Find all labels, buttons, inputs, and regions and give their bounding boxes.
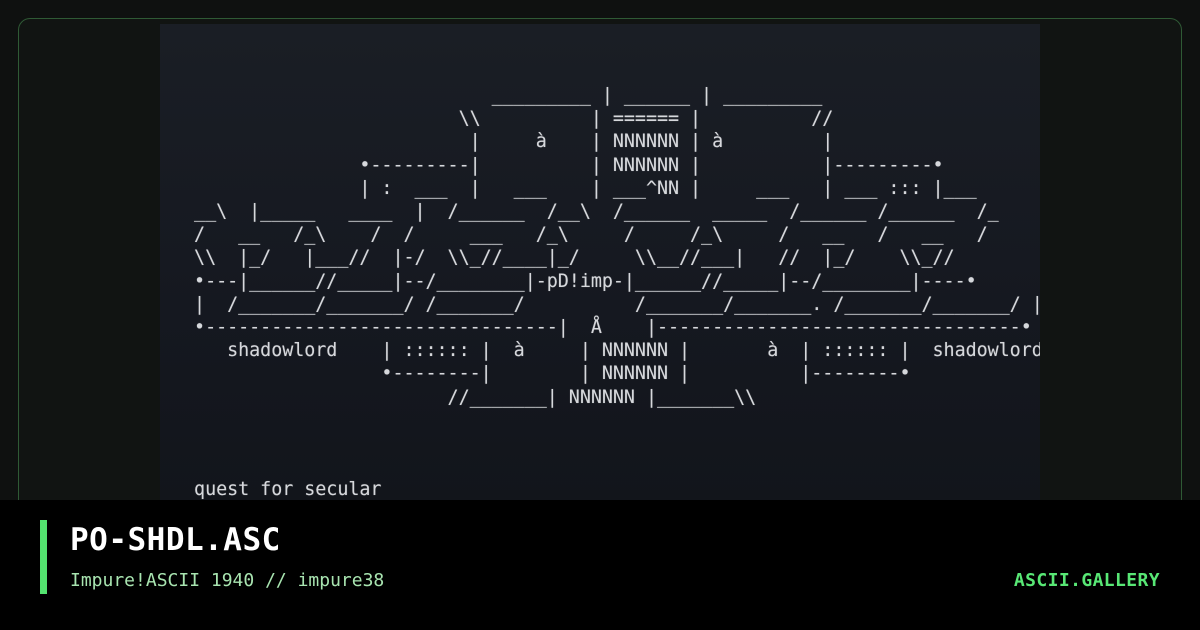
ascii-art-line: shadowlord | :::::: | à | NNNNNN | à | :…	[172, 340, 1040, 362]
ascii-art-line: •---|______//_____|--/________|-pD!imp-|…	[172, 270, 977, 292]
ascii-art-line: quest for secular	[172, 479, 382, 501]
ascii-art-line: \\ | ====== | //	[172, 108, 834, 130]
brand-link[interactable]: ASCII.GALLERY	[1013, 570, 1160, 591]
ascii-art-line: | : ___ | ___ | ___^NN | ___ | ___ ::: |…	[172, 177, 977, 199]
file-title: PO-SHDL.ASC	[70, 522, 281, 558]
footer-bar	[0, 500, 1200, 630]
ascii-art-panel: _________ | ______ | _________ \\ | ====…	[160, 24, 1040, 502]
ascii-art-line: | /_______/_______/ /_______/ /_______/_…	[172, 293, 1040, 315]
ascii-art-line: | à | NNNNNN | à |	[172, 131, 834, 153]
ascii-art-line: \\ |_/ |___// |-/ \\_//____|_/ \\__//___…	[172, 247, 955, 269]
ascii-art-line: •--------------------------------| Å |--…	[172, 317, 1032, 339]
ascii-art-line: •---------| | NNNNNN | |---------•	[172, 154, 944, 176]
ascii-art-line: _________ | ______ | _________	[172, 85, 823, 106]
ascii-art-line: •--------| | NNNNNN | |--------•	[172, 363, 911, 385]
ascii-art-line: / __ /_\ / / ___ /_\ / /_\ / __ / __ /	[172, 224, 988, 246]
ascii-art: _________ | ______ | _________ \\ | ====…	[172, 84, 1040, 502]
ascii-art-line: //_______| NNNNNN |_______\\	[172, 386, 757, 408]
ascii-art-line: __\ |_____ ____ | /______ /__\ /______ _…	[172, 201, 999, 223]
pack-subtitle: Impure!ASCII 1940 // impure38	[70, 570, 385, 591]
accent-bar	[40, 520, 47, 594]
